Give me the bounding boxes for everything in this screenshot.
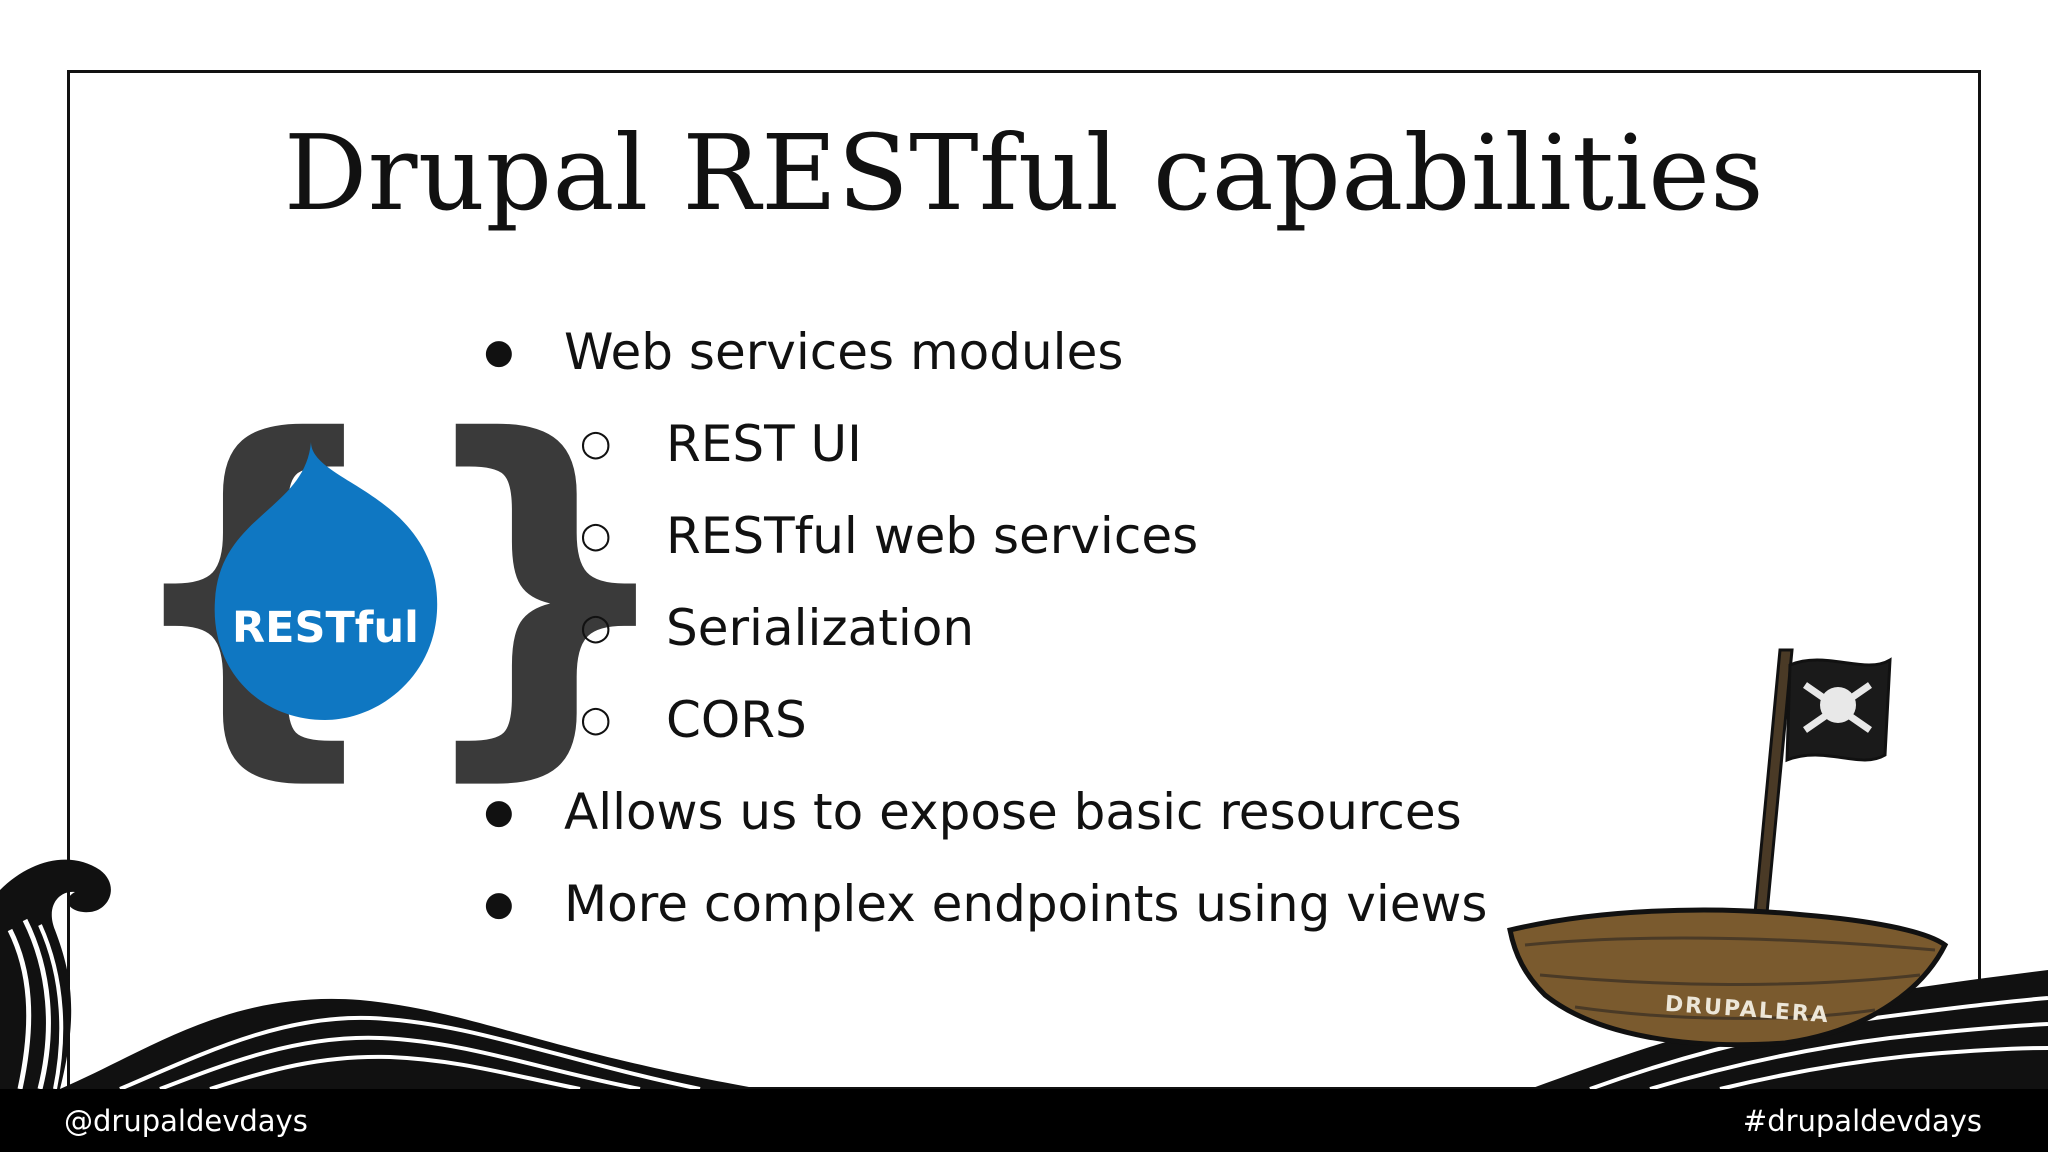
sub-bullet-marker: ○ — [580, 699, 612, 740]
sub-bullet-item: ○ RESTful web services — [580, 506, 1199, 566]
sub-bullet-marker: ○ — [580, 515, 612, 556]
bullet-marker: ● — [484, 792, 514, 832]
pirate-boat-illustration: DRUPALERA — [1507, 648, 1949, 1048]
footer-handle: @drupaldevdays — [64, 1104, 308, 1138]
sub-bullet-text: Serialization — [666, 599, 975, 657]
bullet-marker: ● — [484, 332, 514, 372]
restful-logo: { } RESTful — [115, 358, 685, 812]
bullet-item: ● Allows us to expose basic resources — [484, 782, 1462, 842]
footer-hashtag: #drupaldevdays — [1742, 1104, 1982, 1138]
sub-bullet-text: RESTful web services — [666, 507, 1199, 565]
bullet-text: Web services modules — [564, 323, 1124, 381]
left-wave-illustration — [0, 859, 760, 1091]
bullet-text: More complex endpoints using views — [564, 875, 1488, 933]
sub-bullet-marker: ○ — [580, 607, 612, 648]
bullet-item: ● Web services modules — [484, 322, 1124, 382]
slide-title: Drupal RESTful capabilities — [283, 112, 1765, 234]
drupal-drop-icon — [214, 442, 438, 720]
sub-bullet-text: REST UI — [666, 415, 862, 473]
logo-restful-text: RESTful — [232, 603, 419, 653]
sub-bullet-item: ○ REST UI — [580, 414, 862, 474]
logo-right-brace: } — [407, 358, 685, 812]
footer-bar — [0, 1089, 2048, 1152]
bullet-text: Allows us to expose basic resources — [564, 783, 1462, 841]
sub-bullet-marker: ○ — [580, 423, 612, 464]
sub-bullet-item: ○ CORS — [580, 690, 807, 750]
bullet-marker: ● — [484, 884, 514, 924]
sub-bullet-text: CORS — [666, 691, 807, 749]
sub-bullet-item: ○ Serialization — [580, 598, 975, 658]
bullet-item: ● More complex endpoints using views — [484, 874, 1488, 934]
